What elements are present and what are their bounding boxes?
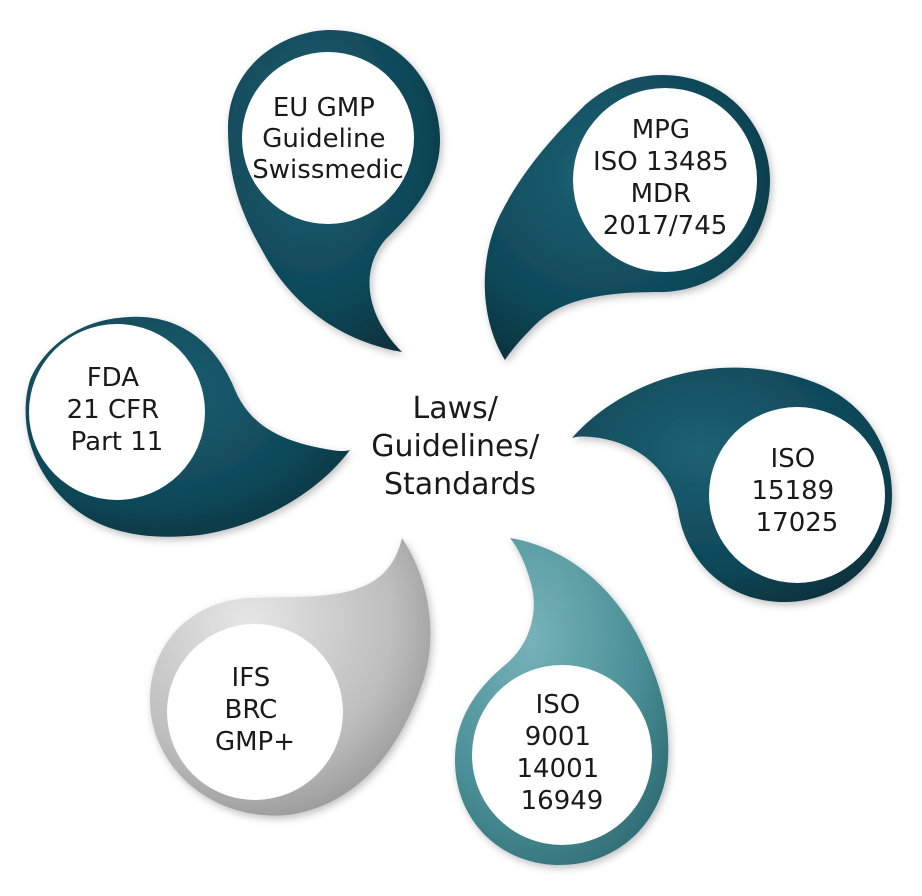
eu-gmp-line-3: Swissmedic [252, 155, 403, 185]
center-line-1: Laws/ [413, 391, 499, 426]
iso-9001-line-1: ISO [536, 690, 581, 720]
eu-gmp-line-1: EU GMP [273, 93, 375, 123]
center-line-2: Guidelines/ [371, 429, 540, 464]
petal-fda: FDA 21 CFR Part 11 [26, 317, 350, 537]
iso-9001-line-2: 9001 [525, 722, 591, 752]
center-line-3: Standards [384, 467, 536, 502]
iso-9001-line-3: 14001 [517, 754, 600, 784]
petal-iso-15189: ISO 15189 17025 [572, 368, 892, 602]
fda-line-2: 21 CFR [67, 395, 160, 425]
fda-line-1: FDA [87, 363, 140, 393]
ifs-line-3: GMP+ [215, 727, 295, 757]
petal-ifs: IFS BRC GMP+ [150, 538, 430, 816]
ifs-line-2: BRC [224, 695, 277, 725]
iso-15189-line-3: 17025 [756, 508, 839, 538]
center-label: Laws/ Guidelines/ Standards [371, 391, 549, 502]
petal-mpg: MPG ISO 13485 MDR 2017/745 [485, 75, 770, 360]
ifs-line-1: IFS [232, 663, 271, 693]
mpg-line-3: MDR [631, 179, 692, 209]
mpg-line-1: MPG [632, 115, 690, 145]
petal-eu-gmp: EU GMP Guideline Swissmedic [228, 30, 440, 352]
mpg-line-2: ISO 13485 [593, 147, 729, 177]
fda-line-3: Part 11 [71, 427, 164, 457]
iso-15189-line-2: 15189 [752, 476, 835, 506]
petal-eu-gmp-text: EU GMP Guideline Swissmedic [252, 93, 403, 185]
iso-9001-line-4: 16949 [521, 786, 604, 816]
eu-gmp-line-2: Guideline [262, 124, 385, 154]
petal-iso-9001: ISO 9001 14001 16949 [455, 538, 668, 865]
iso-15189-line-1: ISO [771, 444, 816, 474]
mpg-line-4: 2017/745 [603, 211, 728, 241]
